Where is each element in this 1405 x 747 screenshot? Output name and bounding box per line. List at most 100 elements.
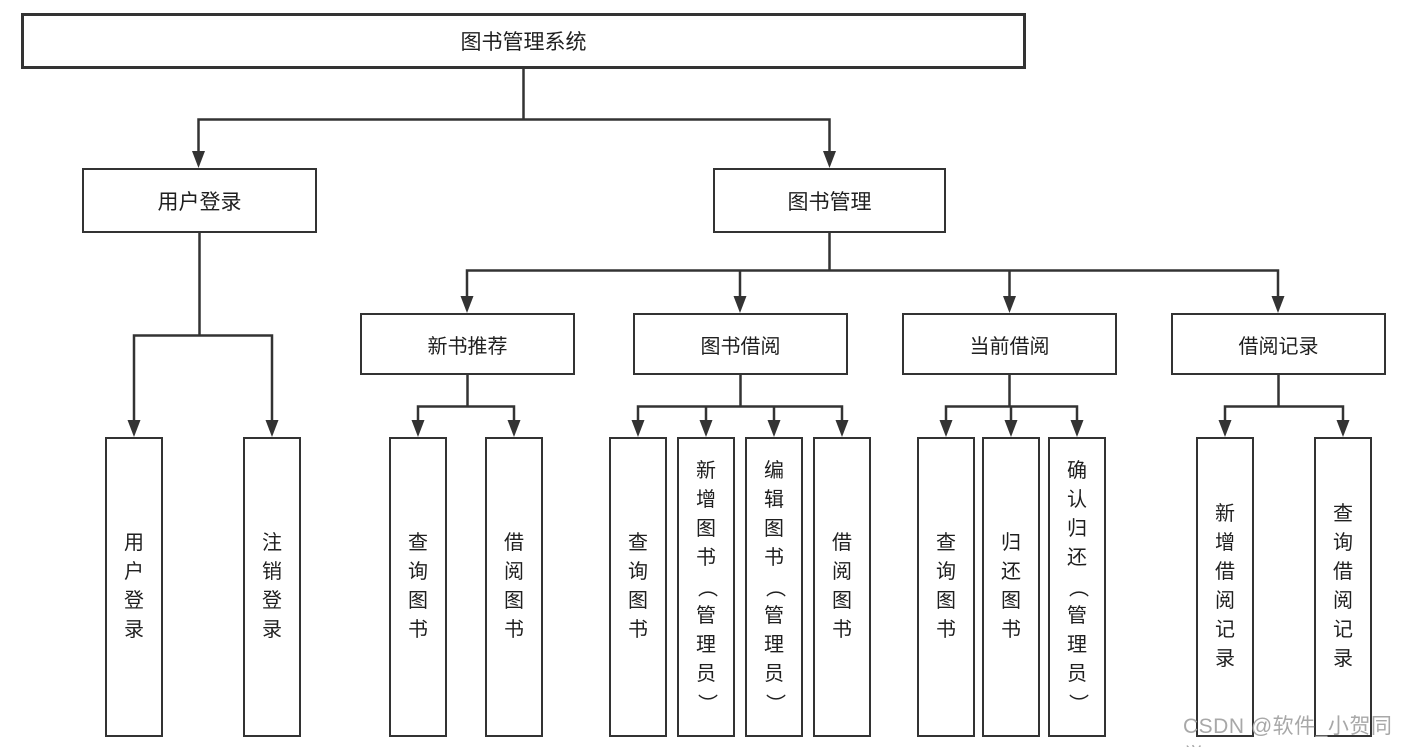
vertical-char: 借 — [1333, 561, 1353, 583]
vertical-char: 书 — [628, 619, 648, 641]
vertical-char: 借 — [1215, 561, 1235, 583]
node-current-borrowing: 当前借阅 — [902, 313, 1117, 375]
arrowhead — [631, 420, 645, 437]
vertical-char: 注 — [262, 532, 282, 554]
vertical-char: 户 — [124, 561, 144, 583]
arrowhead — [767, 420, 781, 437]
vertical-char: 理 — [696, 633, 716, 656]
arrowhead — [460, 296, 474, 313]
vertical-char: 图 — [1001, 590, 1021, 612]
vertical-char: 询 — [628, 561, 648, 583]
vertical-char: 图 — [936, 590, 956, 612]
vertical-char: 图 — [832, 590, 852, 612]
vertical-char: 登 — [262, 590, 282, 612]
vertical-char: 新 — [696, 459, 716, 482]
arrowhead — [411, 420, 425, 437]
vertical-char: 借 — [832, 532, 852, 554]
arrowhead — [1336, 420, 1350, 437]
node-label: 当前借阅 — [969, 335, 1050, 358]
vertical-char: （ — [695, 577, 718, 597]
arrowhead — [823, 151, 836, 168]
vertical-char: 图 — [628, 590, 648, 612]
connector-current-borrowing-to-leaves — [939, 373, 1084, 437]
leaf-query-books-current: 查询图书 — [917, 437, 975, 737]
vertical-char: 询 — [408, 561, 428, 583]
vertical-char: 还 — [1067, 546, 1087, 569]
vertical-char: 图 — [696, 517, 716, 540]
vertical-char: 管 — [696, 604, 716, 627]
arrowhead — [1004, 420, 1018, 437]
vertical-char: 销 — [262, 561, 282, 583]
vertical-char: 用 — [124, 532, 144, 554]
node-new-book-recommend: 新书推荐 — [360, 313, 575, 375]
vertical-char: 员 — [1067, 662, 1087, 685]
vertical-char: 询 — [936, 561, 956, 583]
leaf-logout: 注销登录 — [243, 437, 301, 737]
arrowhead — [1271, 296, 1285, 313]
leaf-user-login: 用户登录 — [105, 437, 163, 737]
vertical-char: 编 — [764, 459, 784, 482]
vertical-char: 录 — [1333, 648, 1353, 670]
vertical-char: 还 — [1001, 561, 1021, 583]
vertical-char: 查 — [936, 532, 956, 554]
connector-book-management-to-level3 — [460, 231, 1285, 313]
leaf-query-borrow-record: 查询借阅记录 — [1314, 437, 1372, 737]
vertical-char: 管 — [1067, 604, 1087, 627]
vertical-char: ） — [763, 693, 786, 713]
vertical-char: 阅 — [504, 561, 524, 583]
csdn-watermark: CSDN @软件_小贺同学 — [1183, 715, 1393, 747]
leaf-query-books-borrowing: 查询图书 — [609, 437, 667, 737]
connector-user-login-to-leaves — [127, 231, 279, 437]
node-label: 借阅记录 — [1238, 335, 1319, 358]
node-label: 图书管理 — [787, 190, 872, 214]
vertical-char: 图 — [408, 590, 428, 612]
node-label: 新书推荐 — [427, 335, 508, 358]
leaf-add-book-admin: 新增图书（管理员） — [677, 437, 735, 737]
vertical-char: 图 — [504, 590, 524, 612]
connector-borrow-records-to-leaves — [1218, 373, 1350, 437]
vertical-char: ） — [695, 693, 718, 713]
vertical-char: （ — [763, 577, 786, 597]
vertical-char: 认 — [1067, 488, 1087, 511]
vertical-char: 书 — [764, 546, 784, 569]
vertical-char: 书 — [504, 619, 524, 641]
vertical-char: 辑 — [764, 488, 784, 511]
vertical-char: （ — [1066, 577, 1089, 597]
vertical-char: 增 — [1215, 532, 1235, 554]
node-user-login: 用户登录 — [82, 168, 317, 233]
vertical-char: 阅 — [1333, 590, 1353, 612]
leaf-borrow-books-recommend: 借阅图书 — [485, 437, 543, 737]
vertical-char: 录 — [262, 619, 282, 641]
vertical-char: 书 — [1001, 619, 1021, 641]
leaf-edit-book-admin: 编辑图书（管理员） — [745, 437, 803, 737]
node-book-management: 图书管理 — [713, 168, 946, 233]
arrowhead — [265, 420, 279, 437]
vertical-char: 书 — [408, 619, 428, 641]
vertical-char: 员 — [764, 662, 784, 685]
vertical-char: 新 — [1215, 503, 1235, 525]
arrowhead — [1003, 296, 1016, 313]
arrowhead — [507, 420, 521, 437]
vertical-char: 录 — [124, 619, 144, 641]
vertical-char: 录 — [1215, 648, 1235, 670]
vertical-char: ） — [1066, 693, 1089, 713]
vertical-char: 书 — [832, 619, 852, 641]
node-library-management-system: 图书管理系统 — [21, 13, 1026, 69]
vertical-char: 登 — [124, 590, 144, 612]
vertical-char: 理 — [1067, 633, 1087, 656]
connector-new-book-recommend-to-leaves — [411, 373, 521, 437]
vertical-char: 记 — [1333, 619, 1353, 641]
arrowhead — [1218, 420, 1232, 437]
vertical-char: 增 — [696, 488, 716, 511]
vertical-char: 查 — [408, 532, 428, 554]
arrowhead — [733, 296, 747, 313]
arrowhead — [699, 420, 713, 437]
vertical-char: 管 — [764, 604, 784, 627]
vertical-char: 查 — [1333, 503, 1353, 525]
node-book-borrowing: 图书借阅 — [633, 313, 848, 375]
connector-root-to-level2 — [192, 67, 836, 168]
node-label: 图书借阅 — [700, 335, 781, 358]
vertical-char: 理 — [764, 633, 784, 656]
vertical-char: 阅 — [1215, 590, 1235, 612]
